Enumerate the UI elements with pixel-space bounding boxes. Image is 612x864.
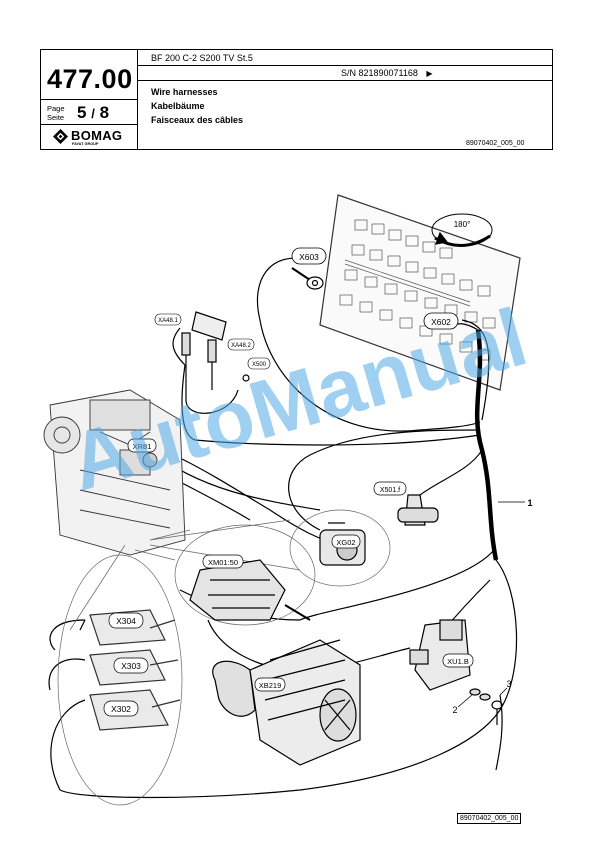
engine-block — [43, 389, 186, 556]
starter-motor — [189, 559, 311, 621]
svg-text:X603: X603 — [299, 252, 319, 262]
item-3-label: 3 — [506, 679, 511, 689]
label-x302: X302 — [103, 700, 139, 717]
xm01-detail-ellipse — [174, 524, 316, 626]
label-x501f: X501.f — [373, 481, 407, 496]
header-divider — [137, 50, 138, 150]
page-count: 5 / 8 — [77, 103, 109, 123]
page-total: 8 — [99, 103, 110, 122]
label-x603: X603 — [291, 247, 327, 265]
rotation-180-icon — [431, 213, 493, 247]
page-current: 5 — [77, 103, 87, 122]
label-xg02: XG02 — [331, 534, 361, 549]
label-xr81: XR81 — [127, 438, 157, 453]
svg-text:X304: X304 — [116, 616, 136, 626]
logo-subtext: FAYAT GROUP — [72, 142, 99, 146]
item-2-label: 2 — [452, 705, 457, 715]
wire-harness-drawing: X603 X602 180° XA48.1 XA48.2 X500 XR81 X… — [43, 194, 533, 806]
svg-text:X500: X500 — [252, 362, 267, 368]
label-xm01: XM01:50 — [202, 554, 244, 569]
x501f-component — [397, 494, 439, 526]
title-fr: Faisceaux des câbles — [151, 115, 244, 125]
label-rotation: 180° — [454, 220, 471, 229]
label-xa48-1: XA48.1 — [154, 313, 182, 326]
svg-text:X302: X302 — [111, 704, 131, 714]
header-divider — [138, 65, 553, 66]
bomag-diamond-icon — [53, 129, 68, 144]
svg-text:XA48.2: XA48.2 — [231, 343, 251, 349]
label-x303: X303 — [113, 657, 149, 674]
svg-text:XM01:50: XM01:50 — [208, 558, 238, 567]
label-xb219: XB219 — [254, 677, 286, 692]
xu1b-relay — [409, 619, 471, 691]
page-separator: / — [91, 106, 95, 121]
label-x602: X602 — [423, 312, 459, 330]
svg-text:XA48.1: XA48.1 — [158, 318, 178, 324]
svg-text:X602: X602 — [431, 317, 451, 327]
x603-ring-terminal — [291, 267, 324, 290]
item-1-label: 1 — [527, 498, 532, 508]
label-x500: X500 — [247, 357, 271, 370]
footer-reference: 89070402_005_00 — [457, 813, 522, 824]
page-labels: Page Seite — [47, 104, 65, 122]
page-label-de: Seite — [47, 113, 65, 122]
x30x-detail-ellipse — [57, 554, 183, 806]
washer-nut — [469, 688, 503, 725]
header-box: 477.00 Page Seite 5 / 8 BOMAG FAYAT GROU… — [40, 49, 553, 150]
svg-text:XU1.B: XU1.B — [447, 657, 469, 666]
document-reference: 89070402_005_00 — [466, 140, 525, 147]
svg-text:XR81: XR81 — [133, 442, 152, 451]
title-de: Kabelbäume — [151, 101, 205, 111]
label-xa48-2: XA48.2 — [227, 338, 255, 351]
bomag-logo: BOMAG FAYAT GROUP — [53, 128, 133, 148]
svg-text:XB219: XB219 — [259, 681, 282, 690]
header-divider — [41, 124, 137, 125]
play-arrow-icon: ▶ — [426, 69, 433, 78]
model-name: BF 200 C-2 S200 TV St.5 — [151, 53, 253, 63]
svg-text:X501.f: X501.f — [380, 487, 400, 494]
page-label-en: Page — [47, 104, 65, 113]
harness-trunk — [474, 329, 499, 561]
svg-text:X303: X303 — [121, 661, 141, 671]
xa48-connector — [181, 311, 239, 414]
header-divider — [138, 80, 553, 81]
label-xu1b: XU1.B — [442, 653, 474, 668]
header-divider — [41, 99, 137, 100]
xg02-detail-circle — [289, 509, 391, 587]
page-number: 477.00 — [47, 64, 133, 94]
xb219-heater — [212, 639, 361, 766]
logo-text: BOMAG — [71, 128, 123, 143]
title-en: Wire harnesses — [151, 87, 218, 97]
svg-text:XG02: XG02 — [336, 538, 355, 547]
label-x304: X304 — [108, 612, 144, 629]
serial-number: S/N 821890071168 ▶ — [341, 68, 433, 78]
